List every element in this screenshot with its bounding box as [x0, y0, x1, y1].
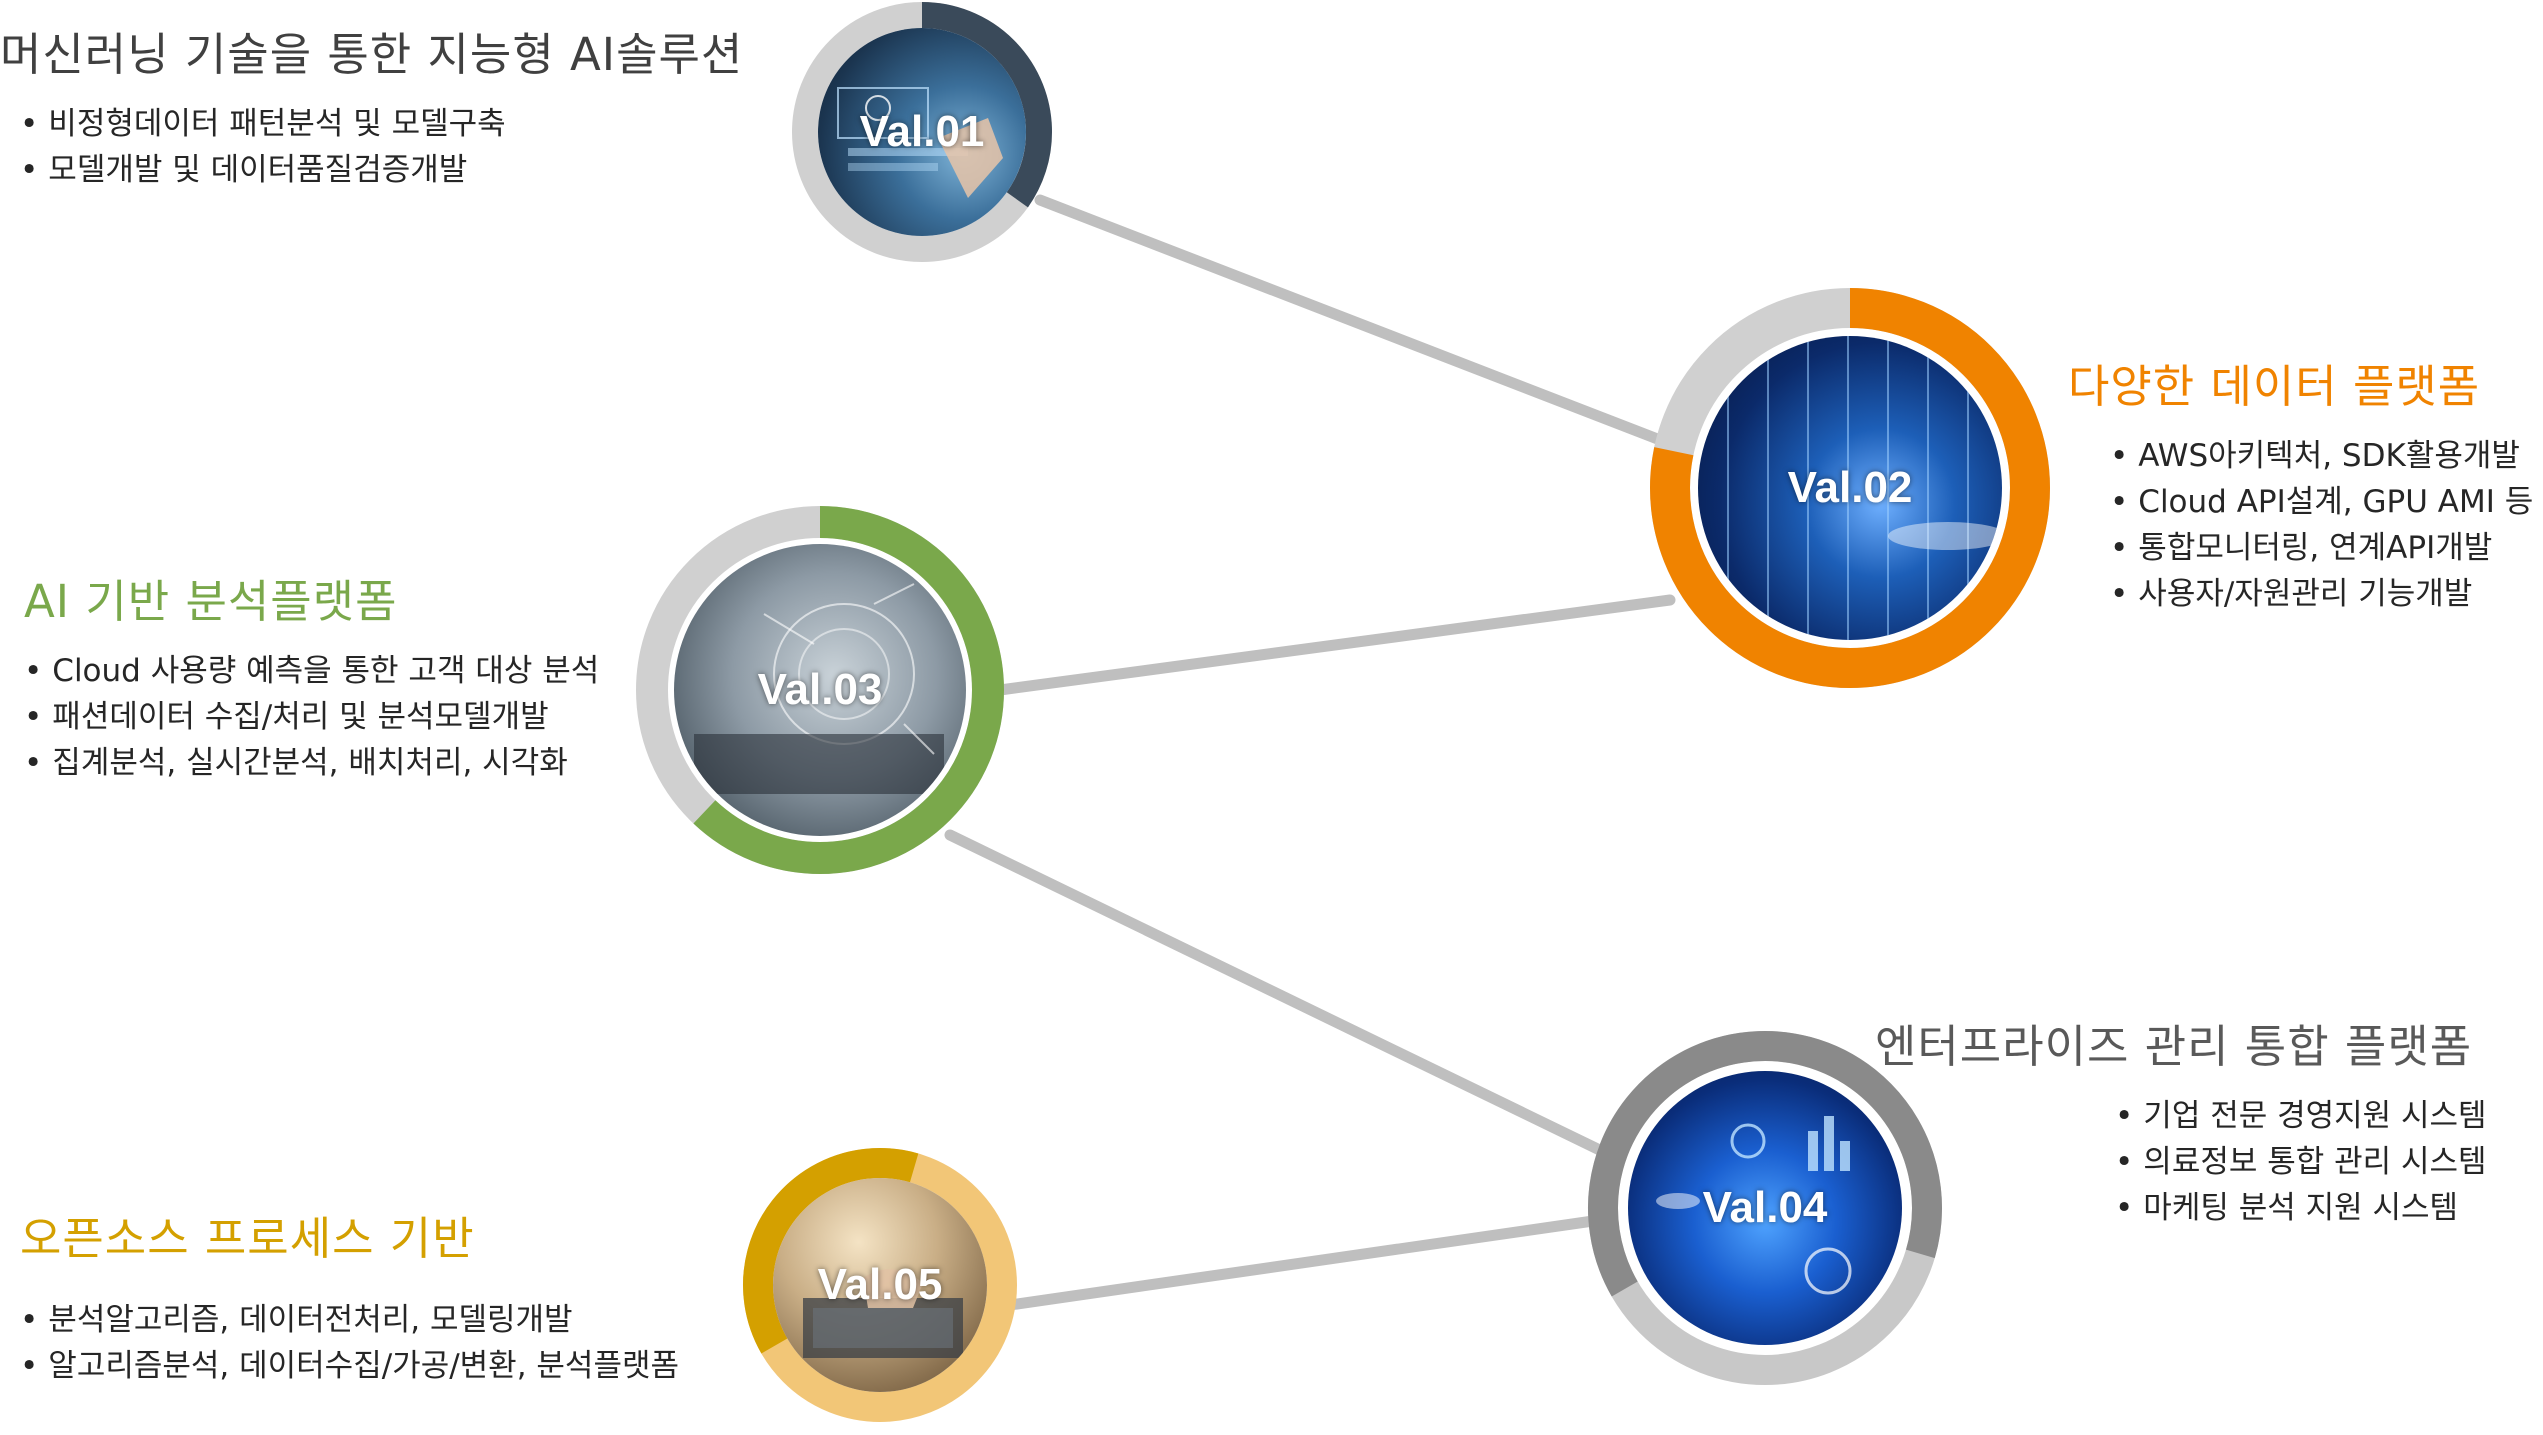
list-item: 알고리즘분석, 데이터수집/가공/변환, 분석플랫폼: [20, 1343, 679, 1389]
node-val01: Val.01: [782, 0, 1062, 280]
list-item: Cloud API설계, GPU AMI 등: [2110, 479, 2533, 525]
bullets-val04: 기업 전문 경영지원 시스템 의료정보 통합 관리 시스템 마케팅 분석 지원 …: [2115, 1093, 2487, 1231]
bullets-val02: AWS아키텍처, SDK활용개발 Cloud API설계, GPU AMI 등 …: [2110, 433, 2533, 617]
title-val05: 오픈소스 프로세스 기반: [20, 1212, 475, 1265]
list-item: 집계분석, 실시간분석, 배치처리, 시각화: [24, 740, 599, 786]
list-item: AWS아키텍처, SDK활용개발: [2110, 433, 2533, 479]
title-val02: 다양한 데이터 플랫폼: [2068, 360, 2481, 413]
list-item: 의료정보 통합 관리 시스템: [2115, 1139, 2486, 1185]
ring-val05: [743, 1148, 1018, 1422]
ring-val02: [1650, 288, 2050, 688]
textblock-val03: AI 기반 분석플랫폼 Cloud 사용량 예측을 통한 고객 대상 분석 패션…: [24, 565, 599, 786]
bullets-val05: 분석알고리즘, 데이터전처리, 모델링개발 알고리즘분석, 데이터수집/가공/변…: [20, 1297, 679, 1389]
connector-04-05: [1004, 1214, 1606, 1311]
connector-03-04: [944, 829, 1616, 1161]
list-item: 기업 전문 경영지원 시스템: [2115, 1093, 2486, 1139]
connector-01-02: [1034, 194, 1666, 446]
textblock-val02: 다양한 데이터 플랫폼 AWS아키텍처, SDK활용개발 Cloud API설계…: [2068, 350, 2533, 617]
circuit-hologram-icon: [694, 583, 944, 794]
photo-val03: Val.03: [674, 544, 966, 836]
ring-val03: [636, 506, 1004, 874]
textblock-val01: 머신러닝 기술을 통한 지능형 AI솔루션 비정형데이터 패턴분석 및 모델구축…: [0, 18, 743, 193]
title-val04: 엔터프라이즈 관리 통합 플랫폼: [1875, 1020, 2473, 1073]
photo-val05: Val.05: [773, 1178, 987, 1392]
ring-val01: [792, 2, 1052, 262]
list-item: 모델개발 및 데이터품질검증개발: [20, 147, 743, 193]
connector-02-03: [994, 594, 1676, 696]
ring-val04: [1588, 1031, 1942, 1385]
node-val05: Val.05: [735, 1145, 1025, 1435]
list-item: 비정형데이터 패턴분석 및 모델구축: [20, 101, 743, 147]
val05-label: Val.05: [817, 1260, 943, 1309]
photo-val04: Val.04: [1628, 1071, 1902, 1345]
val04-label: Val.04: [1702, 1183, 1828, 1232]
list-item: 사용자/자원관리 기능개발: [2110, 571, 2533, 617]
val03-label: Val.03: [757, 665, 883, 714]
list-item: 마케팅 분석 지원 시스템: [2115, 1185, 2487, 1231]
bullets-val03: Cloud 사용량 예측을 통한 고객 대상 분석 패션데이터 수집/처리 및 …: [24, 648, 599, 786]
list-item: 패션데이터 수집/처리 및 분석모델개발: [24, 694, 599, 740]
laptop-typing-icon: [803, 1269, 963, 1358]
node-val03: Val.03: [620, 490, 1020, 890]
photo-val02: Val.02: [1698, 336, 2002, 640]
data-graphic-icon: [837, 87, 1003, 198]
title-val01: 머신러닝 기술을 통한 지능형 AI솔루션: [0, 28, 744, 81]
list-item: Cloud 사용량 예측을 통한 고객 대상 분석: [24, 648, 599, 694]
business-analytics-icon: [1656, 1116, 1852, 1295]
node-val04: Val.04: [1580, 1025, 1960, 1405]
list-item: 분석알고리즘, 데이터전처리, 모델링개발: [20, 1297, 679, 1343]
bullets-val01: 비정형데이터 패턴분석 및 모델구축 모델개발 및 데이터품질검증개발: [20, 101, 743, 193]
node-val02: Val.02: [1630, 280, 2070, 720]
digital-matrix-icon: [1727, 336, 2002, 640]
textblock-val05: 오픈소스 프로세스 기반 분석알고리즘, 데이터전처리, 모델링개발 알고리즘분…: [20, 1202, 679, 1389]
title-val03: AI 기반 분석플랫폼: [24, 575, 398, 628]
val02-label: Val.02: [1787, 463, 1913, 512]
list-item: 통합모니터링, 연계API개발: [2110, 525, 2533, 571]
photo-val01: Val.01: [818, 28, 1026, 236]
val01-label: Val.01: [859, 107, 985, 156]
textblock-val04: 엔터프라이즈 관리 통합 플랫폼 기업 전문 경영지원 시스템 의료정보 통합 …: [1875, 1010, 2487, 1231]
